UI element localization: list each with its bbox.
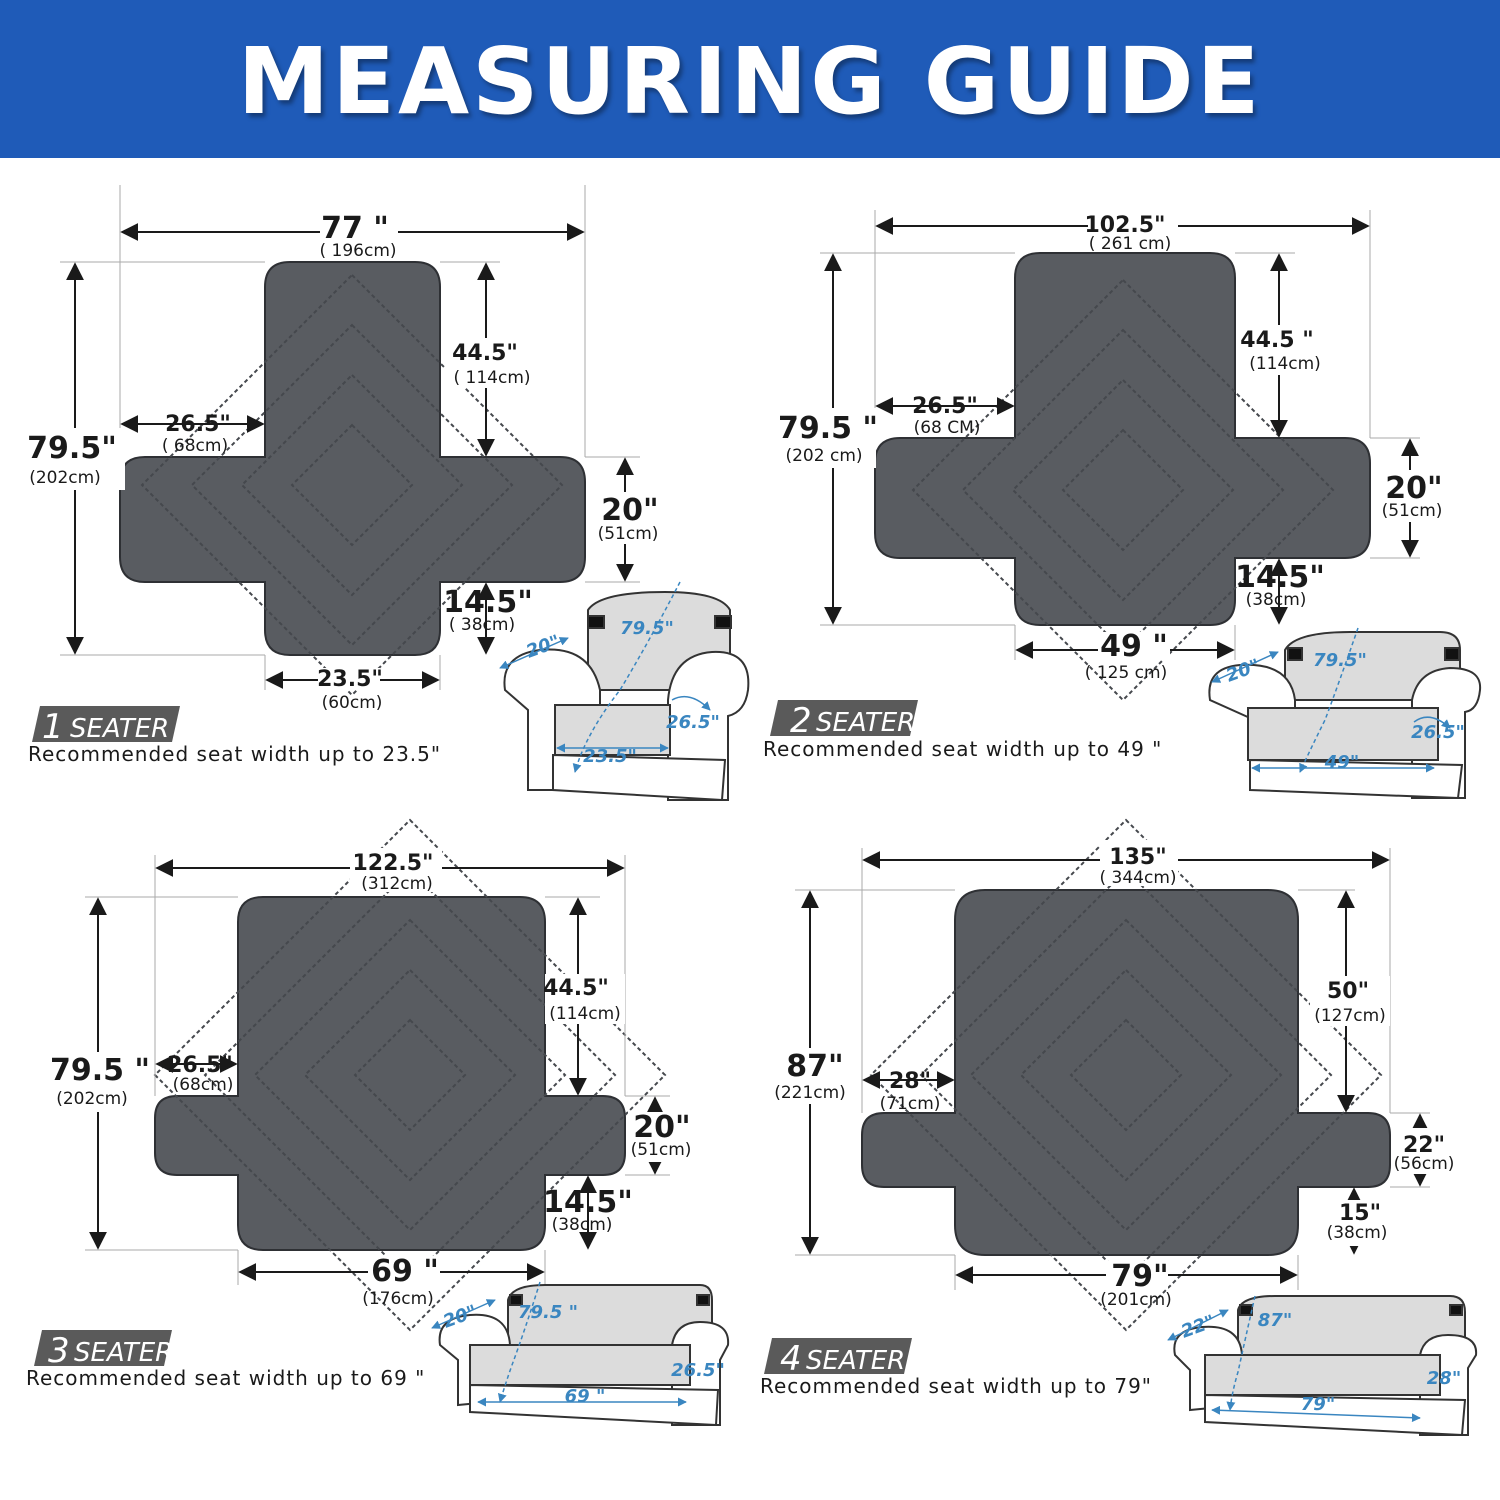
- recommendation-4: Recommended seat width up to 79": [760, 1374, 1152, 1398]
- sofa-side-label-1: 26.5": [666, 712, 720, 733]
- back-height-label-3: 44.5": [543, 976, 609, 1001]
- sofa-back-label-1: 79.5": [620, 618, 674, 639]
- back-height-cm-2: (114cm): [1249, 354, 1321, 374]
- skirt-label-3: 14.5": [543, 1185, 633, 1220]
- sofa-seat-label-4: 79": [1301, 1394, 1335, 1415]
- seat-width-label-3: 69 ": [371, 1254, 439, 1289]
- arm-height-cm-3: (51cm): [631, 1140, 692, 1160]
- recommendation-1: Recommended seat width up to 23.5": [28, 742, 441, 766]
- total-width-cm-4: ( 344cm): [1099, 868, 1176, 888]
- total-width-label-3: 122.5": [352, 851, 433, 876]
- total-width-cm-3: (312cm): [361, 874, 433, 894]
- arm-width-cm-2: (68 CM): [914, 418, 981, 438]
- arm-height-cm-2: (51cm): [1382, 501, 1443, 521]
- total-height-cm-2: (202 cm): [785, 446, 862, 466]
- recommendation-3: Recommended seat width up to 69 ": [26, 1366, 425, 1390]
- total-height-label-1: 79.5": [27, 431, 117, 466]
- seater-badge-4: 4 SEATER: [764, 1338, 912, 1379]
- seat-width-label-1: 23.5": [317, 667, 383, 692]
- total-height-cm-4: (221cm): [774, 1083, 846, 1103]
- arm-width-cm-1: ( 68cm): [162, 436, 228, 456]
- svg-text:SEATER: SEATER: [70, 714, 169, 744]
- sofa-back-label-4: 87": [1258, 1310, 1292, 1331]
- seat-width-cm-2: ( 125 cm): [1085, 663, 1167, 683]
- back-height-label-2: 44.5 ": [1240, 328, 1313, 353]
- arm-height-label-4: 22": [1403, 1133, 1445, 1158]
- sofa-seat-label-1: 23.5": [583, 746, 637, 767]
- sofa-side-label-4: 28": [1427, 1368, 1461, 1389]
- cover-shape-4: [861, 889, 1391, 1256]
- title-banner: MEASURING GUIDE: [0, 0, 1500, 158]
- sofa-seat-label-2: 49": [1324, 752, 1359, 773]
- skirt-cm-3: (38cm): [552, 1215, 613, 1235]
- cover-shape-1: [119, 261, 586, 656]
- sofa-seat-label-3: 69 ": [565, 1386, 606, 1407]
- panel-1-seater: 77 " ( 196cm) 79.5" (202cm) 44.5" ( 114c…: [25, 185, 750, 802]
- armchair-illustration-1: [503, 590, 750, 802]
- cover-shape-3: [154, 896, 626, 1251]
- skirt-label-1: 14.5": [443, 585, 533, 620]
- back-height-label-4: 50": [1327, 979, 1369, 1004]
- measuring-diagram: 77 " ( 196cm) 79.5" (202cm) 44.5" ( 114c…: [25, 185, 1482, 1437]
- total-height-label-3: 79.5 ": [50, 1053, 150, 1088]
- panel-4-seater: 135" ( 344cm) 87" (221cm) 50" (127cm) 28…: [760, 818, 1478, 1437]
- svg-text:SEATER: SEATER: [74, 1338, 173, 1368]
- svg-text:4: 4: [780, 1339, 802, 1379]
- arm-width-label-4: 28": [889, 1069, 931, 1094]
- seater-badge-2: 2 SEATER: [770, 700, 918, 741]
- seat-width-label-4: 79": [1111, 1259, 1168, 1294]
- arm-height-cm-1: (51cm): [598, 524, 659, 544]
- arm-width-label-2: 26.5": [912, 394, 978, 419]
- sofa-back-label-3: 79.5 ": [518, 1302, 578, 1323]
- total-width-cm-1: ( 196cm): [319, 241, 396, 261]
- arm-height-label-3: 20": [633, 1110, 690, 1145]
- seat-width-cm-3: (176cm): [362, 1289, 434, 1309]
- total-width-cm-2: ( 261 cm): [1089, 234, 1171, 254]
- skirt-cm-1: ( 38cm): [449, 615, 515, 635]
- skirt-label-2: 14.5": [1235, 560, 1325, 595]
- sofa-back-label-2: 79.5": [1313, 650, 1367, 671]
- cover-shape-2: [874, 252, 1371, 626]
- arm-width-cm-3: (68cm): [173, 1075, 234, 1095]
- arm-height-label-2: 20": [1385, 471, 1442, 506]
- total-height-cm-1: (202cm): [29, 468, 101, 488]
- back-height-cm-3: (114cm): [549, 1004, 621, 1024]
- total-height-label-4: 87": [786, 1049, 843, 1084]
- quilt-stitching-4: [869, 818, 1383, 1332]
- arm-height-label-1: 20": [601, 493, 658, 528]
- arm-width-cm-4: (71cm): [880, 1094, 941, 1114]
- total-height-cm-3: (202cm): [56, 1089, 128, 1109]
- skirt-cm-2: (38cm): [1246, 590, 1307, 610]
- sofa-side-label-3: 26.5": [671, 1360, 725, 1381]
- svg-text:2: 2: [790, 701, 812, 741]
- total-width-label-2: 102.5": [1084, 213, 1165, 238]
- back-height-cm-4: (127cm): [1314, 1006, 1386, 1026]
- back-height-label-1: 44.5": [452, 341, 518, 366]
- arm-height-cm-4: (56cm): [1394, 1154, 1455, 1174]
- back-height-cm-1: ( 114cm): [453, 368, 530, 388]
- total-height-label-2: 79.5 ": [778, 411, 878, 446]
- seat-width-label-2: 49 ": [1100, 629, 1168, 664]
- page-title: MEASURING GUIDE: [237, 28, 1263, 135]
- total-width-label-4: 135": [1109, 845, 1166, 870]
- skirt-cm-4: (38cm): [1327, 1223, 1388, 1243]
- panel-2-seater: 102.5" ( 261 cm) 79.5 " (202 cm) 44.5 " …: [763, 208, 1482, 800]
- seater-badge-3: 3 SEATER: [34, 1330, 173, 1371]
- svg-text:SEATER: SEATER: [806, 1346, 905, 1376]
- recommendation-2: Recommended seat width up to 49 ": [763, 737, 1162, 761]
- seat-width-cm-1: (60cm): [322, 693, 383, 713]
- arm-width-label-3: 26.5": [167, 1053, 233, 1078]
- panel-3-seater: 122.5" (312cm) 79.5 " (202cm) 44.5" (114…: [26, 818, 730, 1427]
- svg-text:1: 1: [42, 707, 64, 747]
- skirt-label-4: 15": [1339, 1201, 1381, 1226]
- arm-width-label-1: 26.5": [165, 412, 231, 437]
- seater-badge-1: 1 SEATER: [32, 706, 180, 747]
- svg-text:SEATER: SEATER: [816, 708, 915, 738]
- seat-width-cm-4: (201cm): [1100, 1290, 1172, 1310]
- sofa-side-label-2: 26.5": [1411, 722, 1465, 743]
- quilt-stitching-2: [911, 278, 1335, 702]
- total-width-label-1: 77 ": [321, 211, 389, 246]
- svg-text:3: 3: [48, 1331, 70, 1371]
